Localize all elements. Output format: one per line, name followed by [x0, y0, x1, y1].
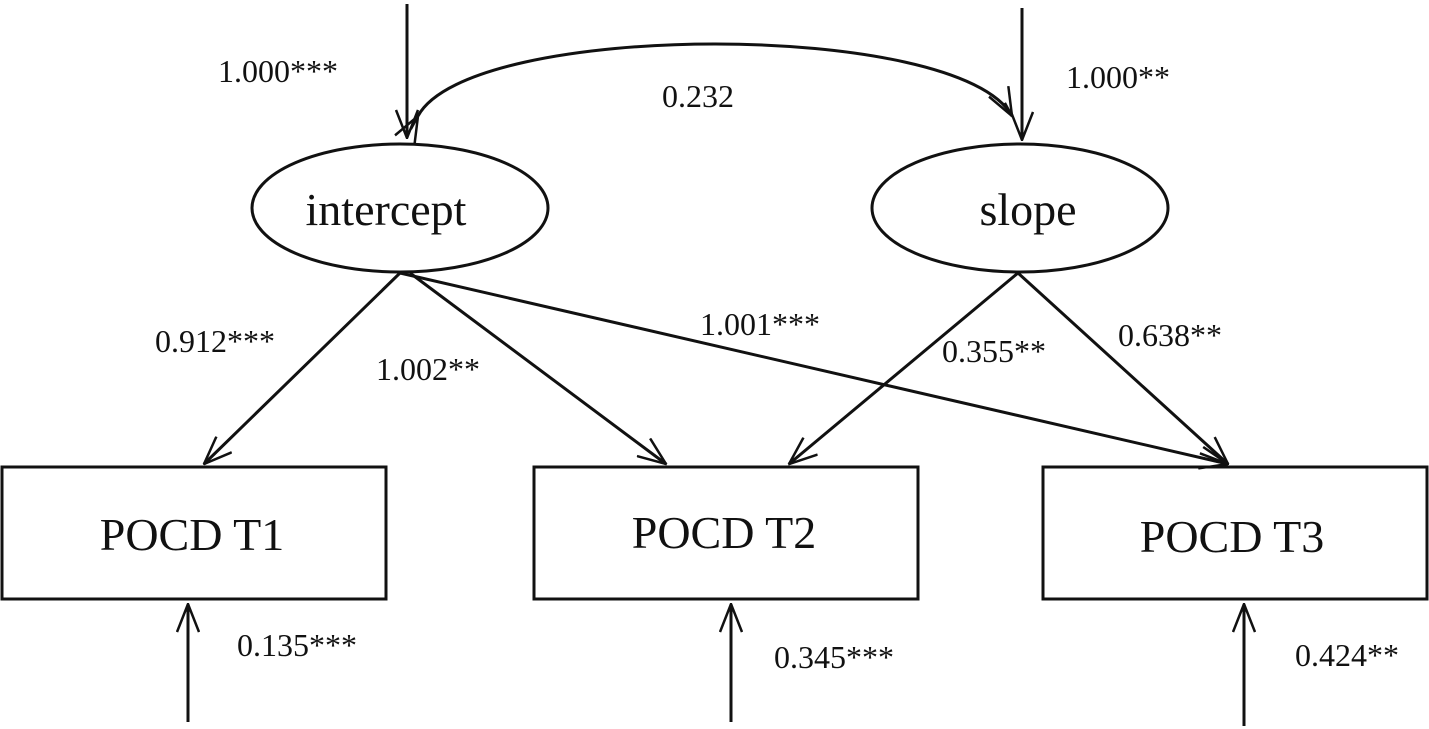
- slope-node: [870, 142, 1170, 274]
- pocd-t1-node: [0, 465, 388, 601]
- residual-t1-label: 0.135***: [237, 627, 357, 663]
- pocd-t3-node: [1041, 465, 1429, 601]
- pocd-t2-label: POCD T2: [632, 507, 816, 558]
- intercept-label: intercept: [306, 184, 467, 235]
- pocd-t3-label: POCD T3: [1140, 511, 1324, 562]
- loading-slope-t2-label: 0.355**: [942, 333, 1046, 369]
- slope-variance-label: 1.000**: [1066, 59, 1170, 95]
- pocd-t1-label: POCD T1: [100, 509, 284, 560]
- loading-intercept-t1-label: 0.912***: [155, 323, 275, 359]
- loading-intercept-t2-label: 1.002**: [376, 351, 480, 387]
- residual-t2-label: 0.345***: [774, 639, 894, 675]
- intercept-to-t3-arrow: [399, 271, 1228, 464]
- intercept-to-t2-arrow: [409, 271, 666, 464]
- slope-to-t3-arrow: [1016, 271, 1228, 464]
- pocd-t2-node: [532, 465, 920, 601]
- slope-label: slope: [979, 184, 1076, 235]
- intercept-variance-label: 1.000***: [218, 53, 338, 89]
- slope-to-t2-arrow: [789, 271, 1019, 464]
- loading-intercept-t3-label: 1.001***: [700, 306, 820, 342]
- intercept-node: [250, 142, 550, 274]
- covariance-curve: [418, 42, 1012, 116]
- loading-slope-t3-label: 0.638**: [1118, 317, 1222, 353]
- residual-t3-label: 0.424**: [1295, 637, 1399, 673]
- intercept-to-t1-arrow: [204, 271, 402, 464]
- covariance-label: 0.232: [662, 78, 734, 114]
